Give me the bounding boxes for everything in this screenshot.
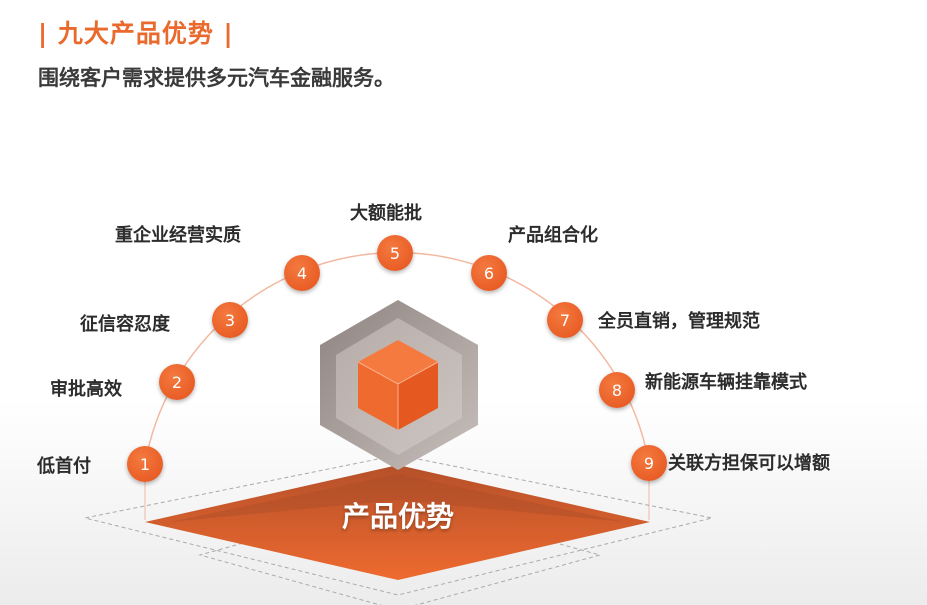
- advantage-label-6: 产品组合化: [508, 225, 598, 246]
- advantage-number-6: 6: [471, 255, 507, 291]
- cube-icon: [357, 340, 439, 430]
- platform-diamond: [145, 465, 650, 580]
- center-label: 产品优势: [341, 500, 455, 533]
- advantage-number-1: 1: [127, 446, 163, 482]
- advantage-label-8: 新能源车辆挂靠模式: [645, 372, 807, 393]
- advantage-number-4: 4: [284, 255, 320, 291]
- advantage-label-4: 重企业经营实质: [115, 225, 241, 246]
- advantage-label-2: 审批高效: [50, 379, 122, 400]
- advantage-label-5: 大额能批: [350, 203, 422, 224]
- advantage-number-2: 2: [159, 364, 195, 400]
- advantage-number-9: 9: [631, 445, 667, 481]
- advantage-label-9: 关联方担保可以增额: [668, 453, 830, 474]
- page-subtitle: 围绕客户需求提供多元汽车金融服务。: [38, 66, 395, 90]
- advantage-label-3: 征信容忍度: [80, 314, 170, 335]
- advantage-number-3: 3: [212, 302, 248, 338]
- advantage-label-1: 低首付: [37, 456, 91, 477]
- advantage-number-7: 7: [547, 302, 583, 338]
- advantage-number-8: 8: [599, 372, 635, 408]
- advantage-label-7: 全员直销，管理规范: [598, 311, 760, 332]
- page-title: | 九大产品优势 |: [38, 19, 234, 48]
- advantage-number-5: 5: [377, 235, 413, 271]
